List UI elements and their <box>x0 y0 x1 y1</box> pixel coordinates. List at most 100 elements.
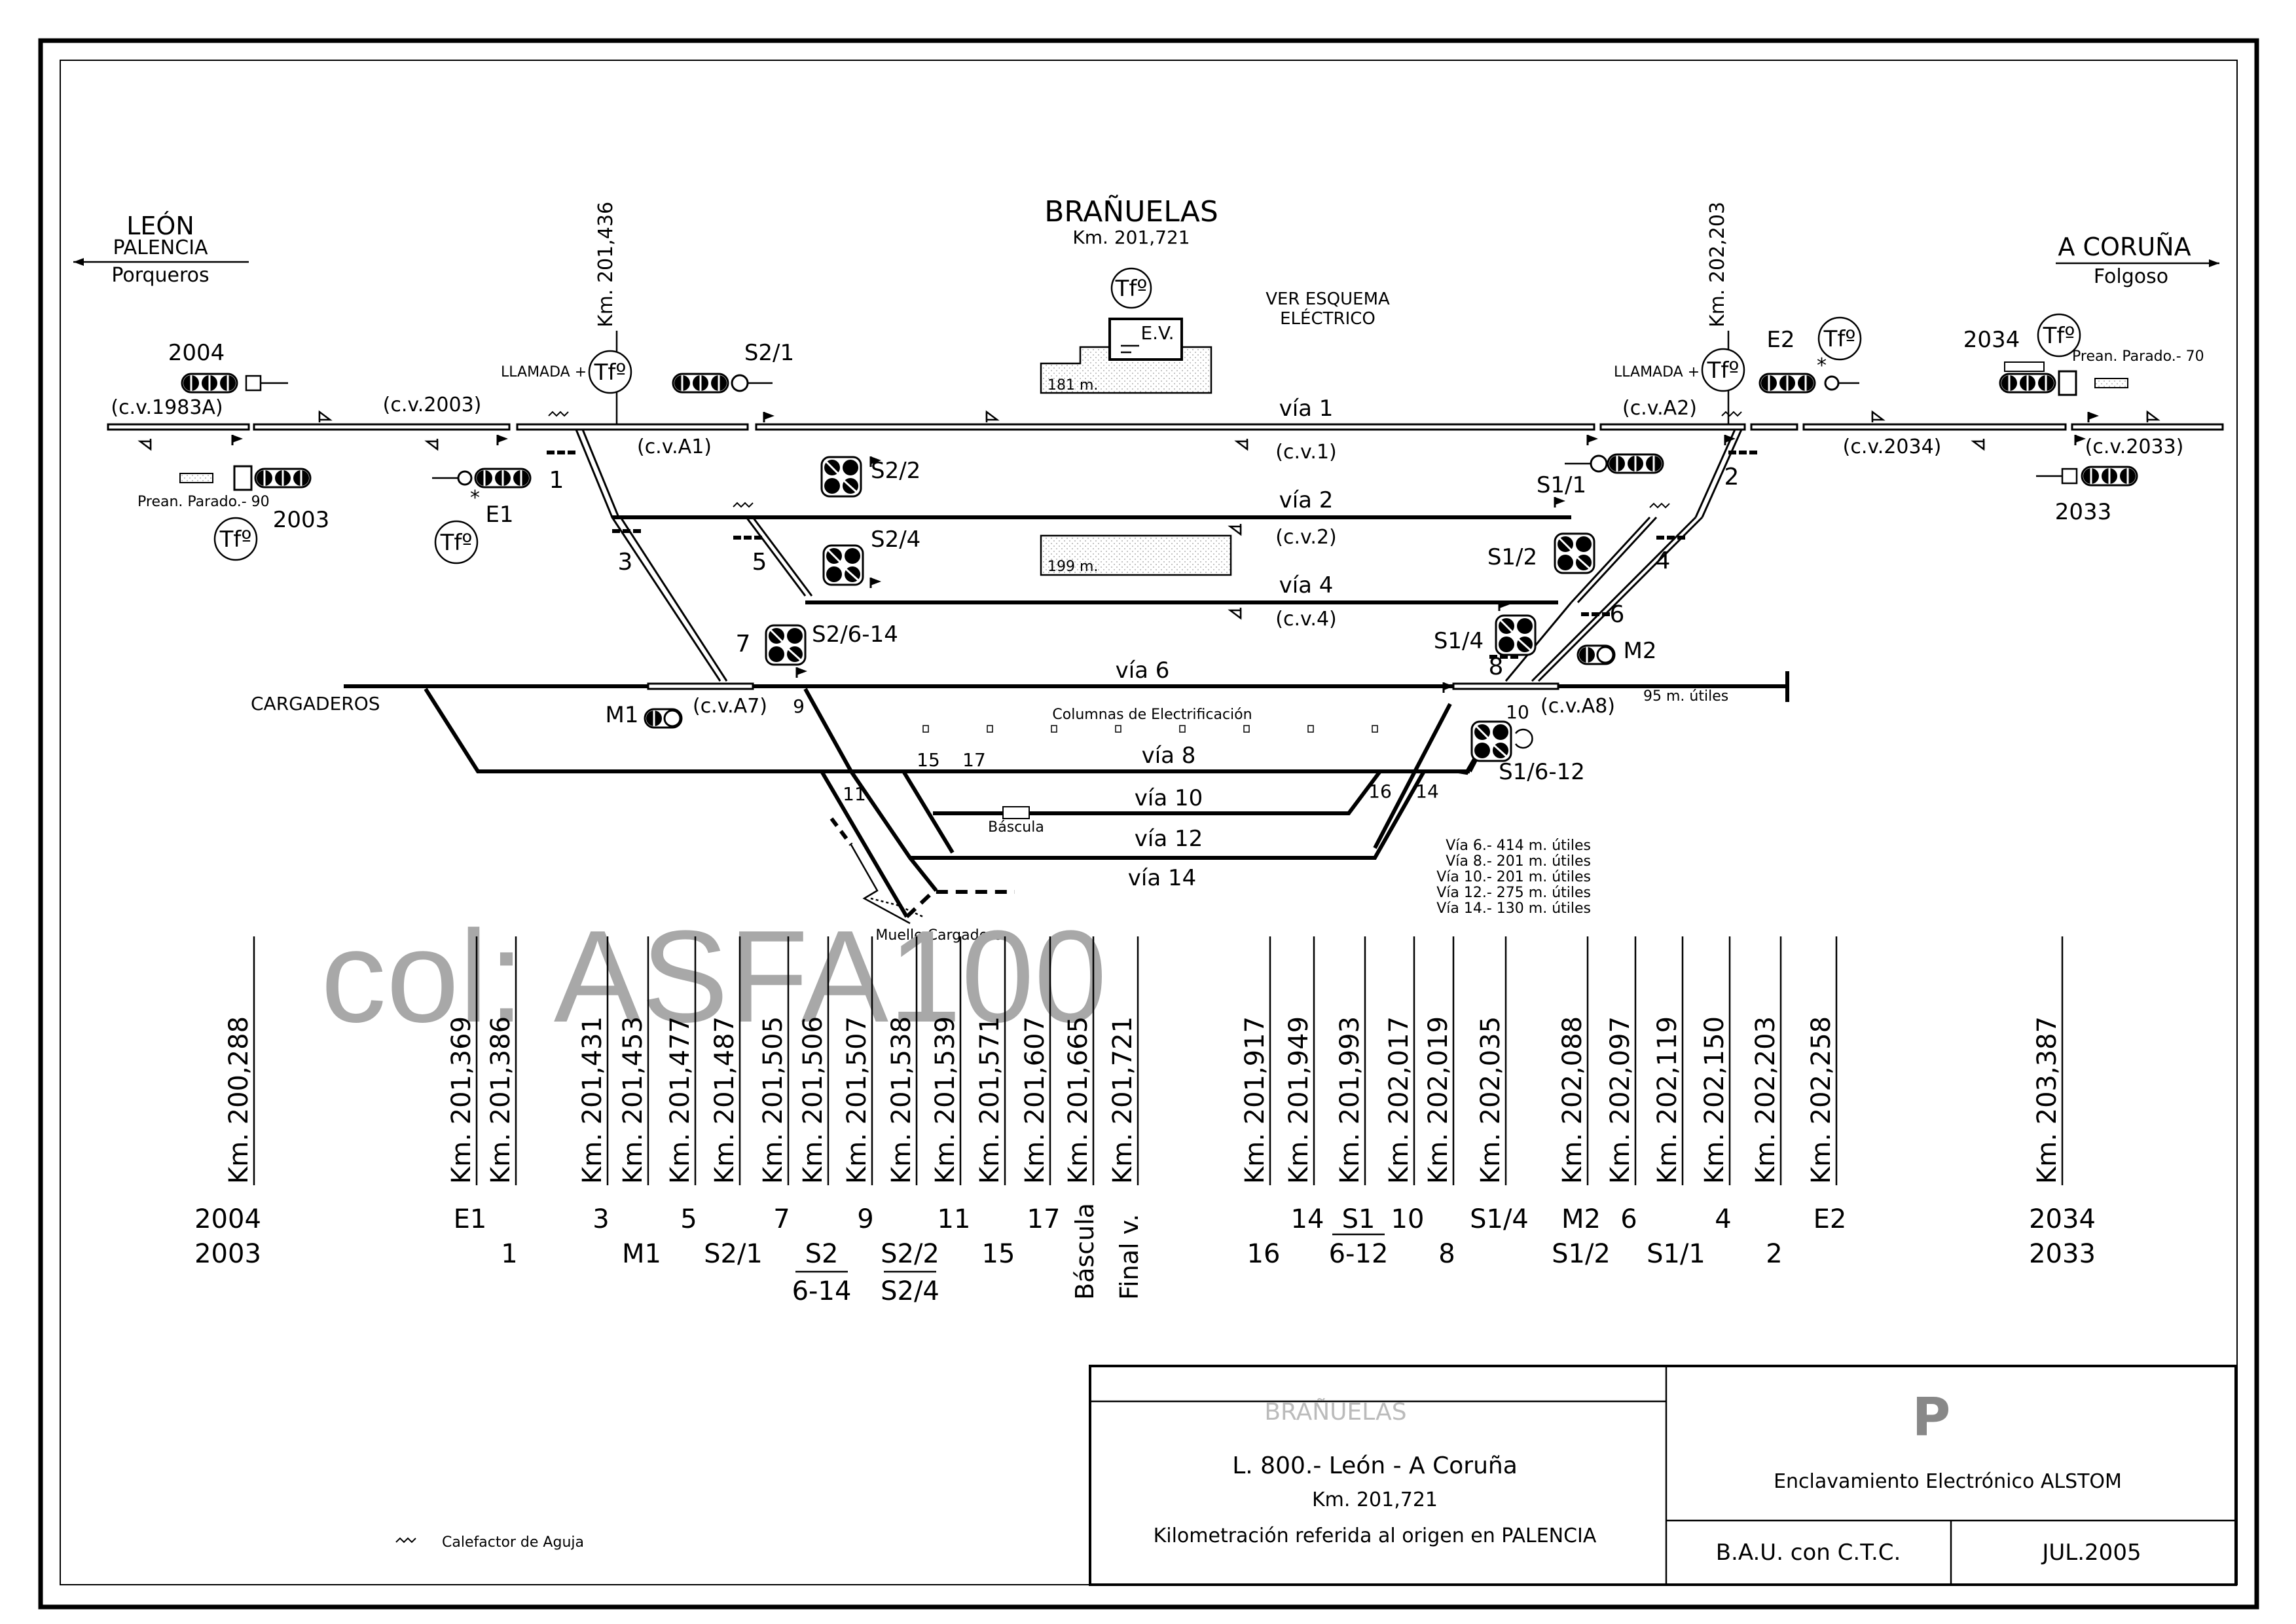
svg-text:Km. 201,436: Km. 201,436 <box>594 202 617 327</box>
km-row2: 2 <box>1766 1239 1782 1269</box>
alstom-logo: P <box>1912 1387 1951 1448</box>
svg-text:4: 4 <box>1656 547 1671 574</box>
cargaderos: CARGADEROS <box>251 693 380 714</box>
km-row1: 14 <box>1291 1204 1324 1234</box>
km-marker-right: Km. 202,203 <box>1706 202 1730 426</box>
sidings <box>344 671 1789 925</box>
km-row2: 15 <box>982 1239 1015 1269</box>
svg-text:(c.v.2): (c.v.2) <box>1275 526 1337 549</box>
km-row1: 7 <box>773 1204 790 1234</box>
km-row2: S1/2 <box>1552 1239 1611 1269</box>
km-row2: S2 <box>805 1239 839 1269</box>
svg-text:17: 17 <box>962 749 986 771</box>
svg-text:(c.v.A7): (c.v.A7) <box>693 695 767 718</box>
km-row2: M1 <box>622 1239 661 1269</box>
svg-text:(c.v.1): (c.v.1) <box>1275 441 1337 464</box>
svg-text:S1/1: S1/1 <box>1537 472 1586 498</box>
svg-text:2: 2 <box>1724 464 1740 490</box>
signal-S2-2: S2/2 <box>820 456 920 498</box>
km-row1: S1 <box>1342 1204 1376 1234</box>
svg-text:8: 8 <box>1489 654 1504 680</box>
next-porqueros: Porqueros <box>111 264 209 287</box>
svg-text:LLAMADA +: LLAMADA + <box>1614 364 1700 380</box>
legend-heater-text: Calefactor de Aguja <box>442 1534 584 1551</box>
svg-text:199 m.: 199 m. <box>1048 559 1098 575</box>
svg-text:LLAMADA +: LLAMADA + <box>501 364 587 380</box>
km-row1: 6 <box>1620 1204 1637 1234</box>
muelle-cargaderos: Muelle Cargaderos <box>875 927 1010 944</box>
signal-S1-4: S1/4 <box>1434 614 1537 656</box>
useful-lengths: Vía 6.- 414 m. útiles Vía 8.- 201 m. úti… <box>1436 838 1591 917</box>
svg-text:11: 11 <box>843 783 866 805</box>
svg-text:S2/2: S2/2 <box>871 458 920 484</box>
direction-right: A CORUÑA Folgoso <box>2056 232 2219 288</box>
svg-text:Vía 8.- 201 m. útiles: Vía 8.- 201 m. útiles <box>1446 853 1591 870</box>
km-label: Km. 201,453 <box>618 1016 648 1184</box>
km-row1: 2034 <box>2029 1204 2096 1234</box>
title-bau: B.A.U. con C.T.C. <box>1716 1540 1901 1566</box>
utiles-95: 95 m. útiles <box>1643 688 1728 705</box>
svg-text:Tfº: Tfº <box>1707 358 1740 384</box>
signal-S1-1: S1/1 <box>1537 453 1664 498</box>
svg-text:6: 6 <box>1610 601 1625 628</box>
km-row1: 10 <box>1391 1204 1425 1234</box>
svg-text:(c.v.A1): (c.v.A1) <box>637 435 712 458</box>
km-label: Km. 201,431 <box>577 1016 608 1184</box>
signal-S2-4: S2/4 <box>822 526 920 586</box>
tf-phone-2034: Tfº <box>2037 313 2081 358</box>
platform-199: 199 m. <box>1040 534 1232 576</box>
signal-S2-1: S2/1 <box>672 340 794 394</box>
svg-text:E.V.: E.V. <box>1140 322 1174 344</box>
svg-text:14: 14 <box>1415 781 1439 802</box>
svg-text:Columnas de Electrificación: Columnas de Electrificación <box>1052 707 1252 723</box>
km-label: Km. 201,487 <box>710 1016 740 1184</box>
svg-text:2004: 2004 <box>168 340 225 366</box>
llamada-left: LLAMADA + Tfº <box>501 350 632 394</box>
km-row2: S2/2 <box>881 1239 939 1269</box>
watermark: col: ASFA100 <box>321 904 1107 1050</box>
km-row1: E2 <box>1813 1204 1847 1234</box>
svg-text:Tfº: Tfº <box>440 530 473 556</box>
signal-M2: M2 <box>1576 638 1656 665</box>
signal-2004: 2004 <box>168 340 288 394</box>
km-row2: 8 <box>1438 1239 1455 1269</box>
svg-text:(c.v.2034): (c.v.2034) <box>1843 435 1942 458</box>
km-label: Km. 201,665 <box>1063 1016 1093 1184</box>
km-row1: 3 <box>592 1204 609 1234</box>
title-date: JUL.2005 <box>2041 1540 2141 1566</box>
km-label: Km. 202,150 <box>1700 1016 1730 1184</box>
km-label: Km. 201,993 <box>1335 1016 1365 1184</box>
svg-text:vía 8: vía 8 <box>1142 743 1196 769</box>
station-name: BRAÑUELAS <box>1044 194 1218 229</box>
km-label: Km. 201,386 <box>486 1016 516 1184</box>
svg-text:Vía 14.- 130 m. útiles: Vía 14.- 130 m. útiles <box>1436 900 1591 917</box>
svg-text:1: 1 <box>549 467 564 494</box>
llamada-right: LLAMADA + Tfº <box>1614 348 1745 392</box>
km-row1: 4 <box>1715 1204 1731 1234</box>
track-circuits: (c.v.1983A) (c.v.2003) (c.v.A1) (c.v.1) … <box>111 394 2183 718</box>
svg-text:S2/4: S2/4 <box>871 526 920 553</box>
km-row2: 2003 <box>194 1239 261 1269</box>
svg-text:(c.v.4): (c.v.4) <box>1275 608 1337 631</box>
km-row2: S2/1 <box>704 1239 763 1269</box>
svg-text:2003: 2003 <box>273 507 330 533</box>
km-label: Km. 201,539 <box>930 1016 960 1184</box>
km-row2: S1/1 <box>1647 1239 1705 1269</box>
title-station: BRAÑUELAS <box>1264 1398 1406 1426</box>
km-label: Km. 202,017 <box>1384 1016 1414 1184</box>
svg-text:vía 6: vía 6 <box>1116 657 1170 684</box>
svg-text:5: 5 <box>752 549 767 576</box>
title-km: Km. 201,721 <box>1312 1488 1438 1511</box>
svg-text:(c.v.1983A): (c.v.1983A) <box>111 396 223 419</box>
km-row3: S2/4 <box>881 1276 939 1306</box>
svg-text:(c.v.2003): (c.v.2003) <box>383 394 482 416</box>
tf-phone-E2: Tfº <box>1817 316 1862 361</box>
svg-text:2033: 2033 <box>2055 499 2112 525</box>
km-label: Km. 201,369 <box>446 1016 477 1184</box>
km-label: Km. 201,571 <box>975 1016 1005 1184</box>
tf-phone-E1: Tfº <box>434 520 479 564</box>
km-label: Km. 202,088 <box>1558 1016 1588 1184</box>
km-label: Km. 201,477 <box>665 1016 695 1184</box>
